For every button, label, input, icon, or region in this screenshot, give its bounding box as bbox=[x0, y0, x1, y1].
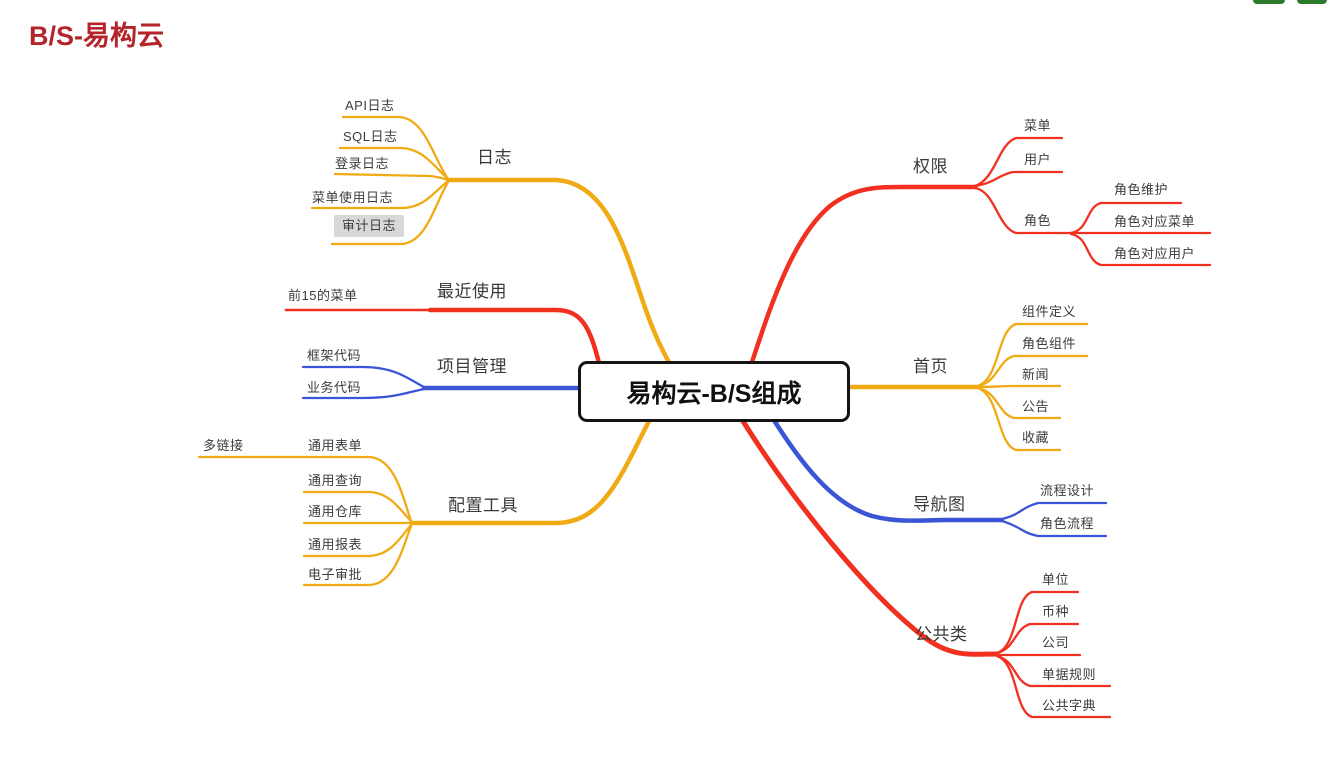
branch-home-child-news-line bbox=[976, 384, 1062, 389]
node-nav-flow-design[interactable]: 流程设计 bbox=[1040, 483, 1095, 498]
node-config-report[interactable]: 通用报表 bbox=[308, 537, 363, 552]
page-title: B/S-易构云 bbox=[29, 21, 164, 51]
branch-nav-child-role-flow-line bbox=[1000, 519, 1108, 538]
branch-nav-main-line bbox=[769, 414, 1005, 523]
node-config-multilink[interactable]: 多链接 bbox=[203, 438, 244, 453]
branch-logs-child-api-line bbox=[341, 115, 450, 181]
node-logs-sql[interactable]: SQL日志 bbox=[343, 129, 398, 144]
branch-public-child-unit-line bbox=[995, 590, 1080, 655]
branch-logs-child-login-line bbox=[333, 172, 450, 182]
node-recent[interactable]: 最近使用 bbox=[437, 282, 507, 301]
node-permission-role-user[interactable]: 角色对应用户 bbox=[1114, 246, 1196, 261]
node-nav[interactable]: 导航图 bbox=[913, 495, 966, 514]
node-public-company[interactable]: 公司 bbox=[1042, 635, 1070, 650]
node-home-favorite[interactable]: 收藏 bbox=[1022, 430, 1050, 445]
branch-permission-child-role-line bbox=[973, 186, 1073, 235]
node-permission-user[interactable]: 用户 bbox=[1024, 152, 1052, 167]
node-home-role-component[interactable]: 角色组件 bbox=[1022, 336, 1077, 351]
branch-permission-main-line bbox=[749, 184, 978, 365]
green-circle-partial-left bbox=[1253, 0, 1285, 4]
branch-home-child-role-component-line bbox=[976, 354, 1089, 388]
branch-config-child-form-multilink-line bbox=[197, 455, 413, 523]
node-nav-role-flow[interactable]: 角色流程 bbox=[1040, 516, 1095, 531]
node-project-framework[interactable]: 框架代码 bbox=[307, 348, 362, 363]
node-permission-role-maintain[interactable]: 角色维护 bbox=[1114, 182, 1169, 197]
branch-logs-main-line bbox=[445, 177, 674, 369]
node-logs-api[interactable]: API日志 bbox=[345, 98, 395, 113]
node-config-approval[interactable]: 电子审批 bbox=[308, 567, 363, 582]
branch-config-child-query-line bbox=[302, 490, 413, 523]
node-config-query[interactable]: 通用查询 bbox=[308, 473, 363, 488]
node-logs[interactable]: 日志 bbox=[477, 148, 512, 167]
branch-config-main-line bbox=[409, 418, 652, 526]
node-permission-role[interactable]: 角色 bbox=[1024, 213, 1052, 228]
branch-config-child-approval-line bbox=[302, 524, 413, 587]
node-permission[interactable]: 权限 bbox=[913, 157, 948, 176]
node-config-warehouse[interactable]: 通用仓库 bbox=[308, 504, 363, 519]
node-public-public-dict[interactable]: 公共字典 bbox=[1042, 698, 1097, 713]
branch-project-child-framework-line bbox=[301, 365, 426, 389]
branch-home-child-component-def-line bbox=[976, 322, 1089, 388]
branch-logs-child-sql-line bbox=[338, 146, 450, 181]
node-logs-audit[interactable]: 审计日志 bbox=[334, 215, 405, 237]
branch-permission-child-role-maintain-line bbox=[1069, 201, 1183, 235]
branch-permission-child-menu-line bbox=[973, 136, 1064, 188]
branch-project-child-business-line bbox=[301, 387, 426, 400]
node-config-form[interactable]: 通用表单 bbox=[308, 438, 363, 453]
green-circle-partial-right bbox=[1297, 0, 1327, 4]
node-project[interactable]: 项目管理 bbox=[437, 357, 507, 376]
root-node[interactable]: 易构云-B/S组成 bbox=[578, 361, 850, 422]
node-home-notice[interactable]: 公告 bbox=[1022, 399, 1050, 414]
node-public[interactable]: 公共类 bbox=[915, 625, 968, 644]
branch-logs-child-menu-usage-line bbox=[310, 179, 450, 210]
node-home-component-def[interactable]: 组件定义 bbox=[1022, 304, 1077, 319]
branch-config-child-report-line bbox=[302, 523, 413, 558]
branch-public-child-currency-line bbox=[995, 622, 1080, 655]
node-logs-login[interactable]: 登录日志 bbox=[335, 156, 390, 171]
node-project-business[interactable]: 业务代码 bbox=[307, 380, 362, 395]
branch-home-child-favorite-line bbox=[976, 386, 1062, 452]
branch-permission-child-user-line bbox=[973, 170, 1064, 188]
node-logs-menu-usage[interactable]: 菜单使用日志 bbox=[312, 190, 394, 205]
node-home-news[interactable]: 新闻 bbox=[1022, 367, 1050, 382]
branch-public-child-public-dict-line bbox=[995, 654, 1112, 719]
branch-public-main-line bbox=[738, 415, 1000, 657]
node-config[interactable]: 配置工具 bbox=[448, 496, 518, 515]
node-permission-menu[interactable]: 菜单 bbox=[1024, 118, 1052, 133]
branch-recent-main-line bbox=[427, 307, 602, 366]
node-permission-role-menu[interactable]: 角色对应菜单 bbox=[1114, 214, 1196, 229]
node-public-currency[interactable]: 币种 bbox=[1042, 604, 1070, 619]
branch-permission-child-role-user-line bbox=[1069, 232, 1212, 267]
node-public-unit[interactable]: 单位 bbox=[1042, 572, 1070, 587]
node-home[interactable]: 首页 bbox=[913, 357, 948, 376]
node-recent-top15[interactable]: 前15的菜单 bbox=[288, 288, 358, 303]
branch-logs-child-audit-line bbox=[330, 180, 450, 246]
node-public-doc-rule[interactable]: 单据规则 bbox=[1042, 667, 1097, 682]
branch-nav-child-flow-design-line bbox=[1000, 501, 1108, 521]
